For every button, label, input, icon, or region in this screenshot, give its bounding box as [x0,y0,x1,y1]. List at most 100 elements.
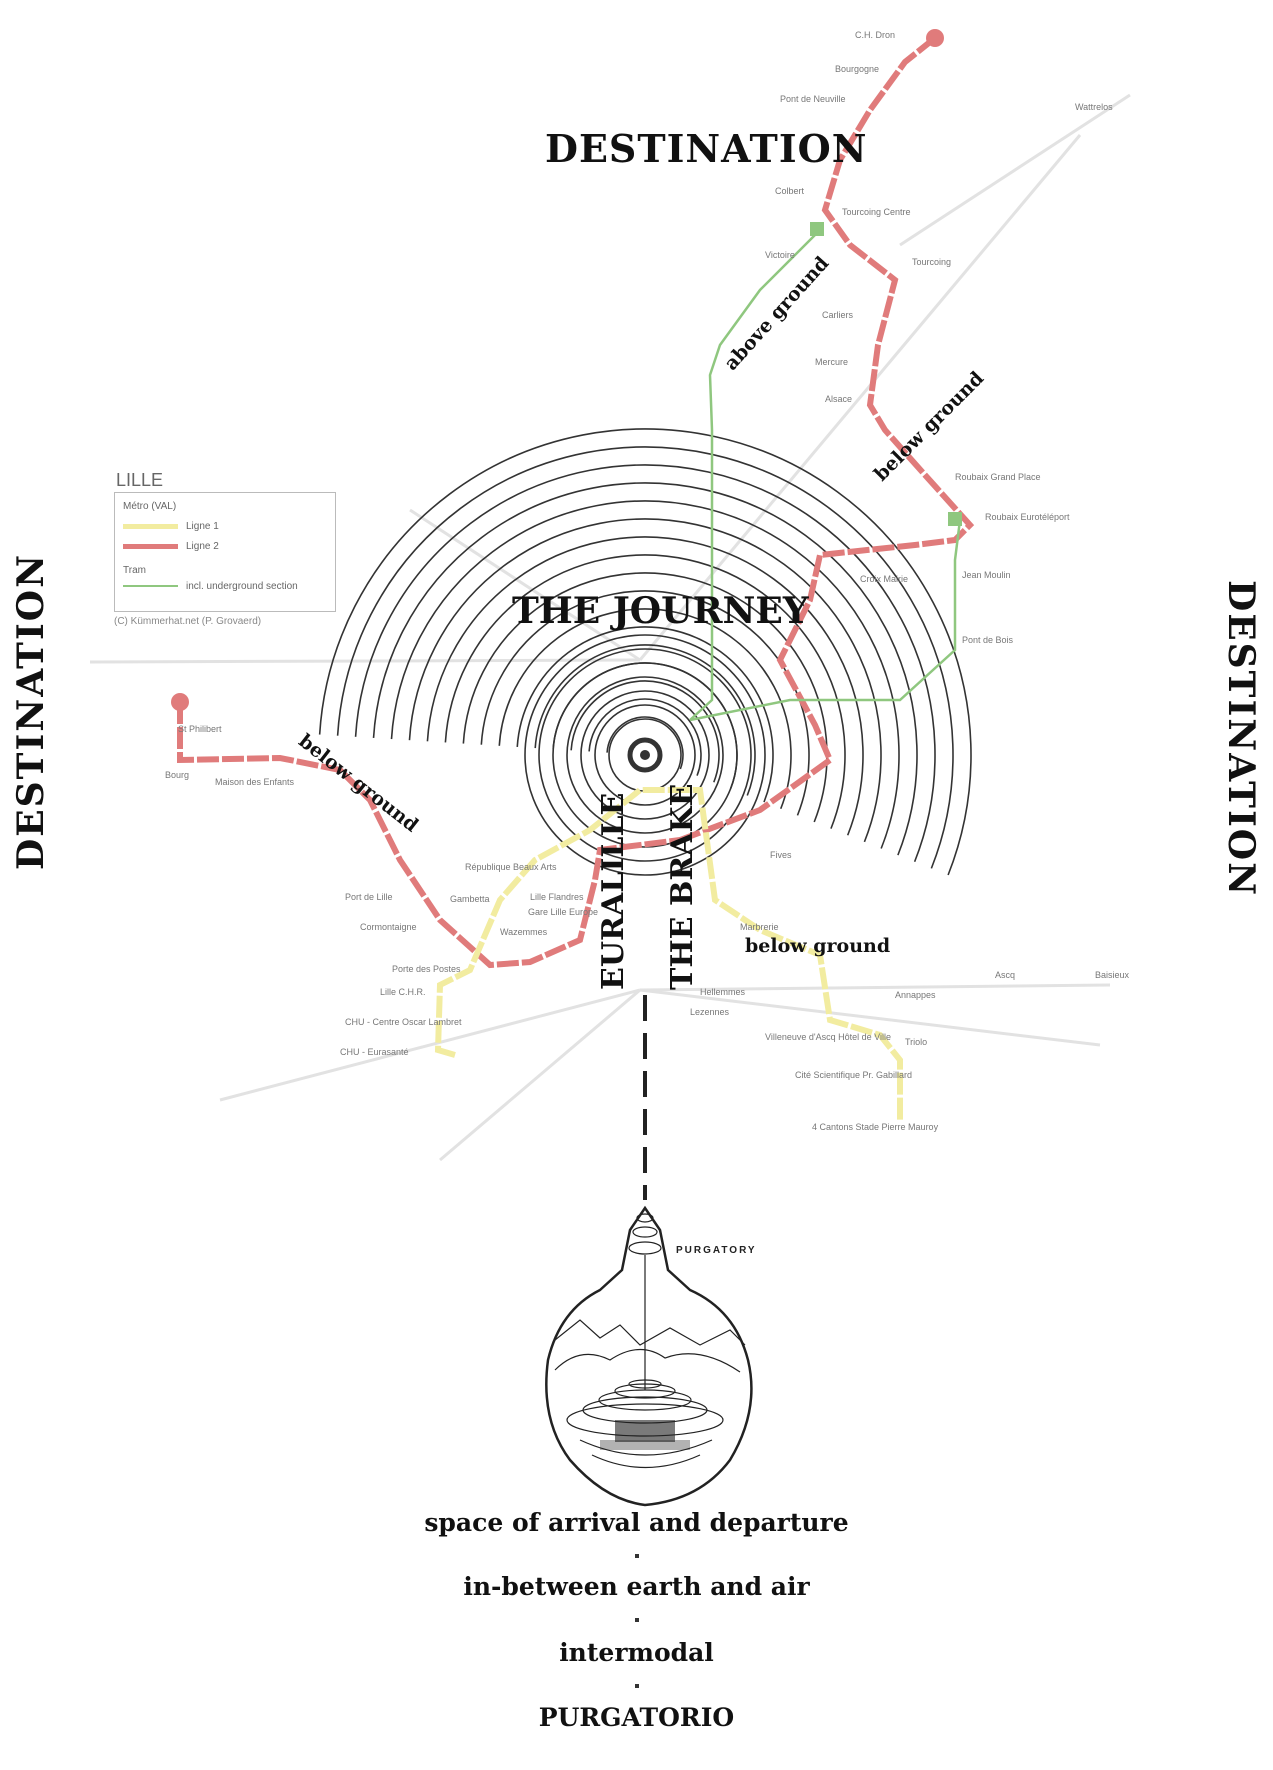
caption-separator [635,1554,639,1558]
journey-ring [534,644,756,796]
terminus-marker-west [171,693,189,711]
legend-tram-heading: Tram [123,565,146,576]
station-wazemmes: Wazemmes [500,927,548,937]
journey-ring [462,572,828,823]
legend-line-2-label: Ligne 2 [186,541,219,552]
station-hellemmes: Hellemmes [700,987,746,997]
station-wattrelos: Wattrelos [1075,102,1113,112]
below-ground-tag-s: below ground [745,935,891,957]
station-ascq: Ascq [995,970,1015,980]
station-roubaix-grand-place: Roubaix Grand Place [955,472,1041,482]
station-chu-eurasante: CHU - Eurasanté [340,1047,409,1057]
station-cite-scientifique: Cité Scientifique Pr. Gabillard [795,1070,912,1080]
station-colbert: Colbert [775,186,805,196]
journey-ring [606,716,684,770]
journey-inner-ring [566,676,724,834]
legend-line-1: Ligne 1 [123,521,219,532]
destination-left-heading: DESTINATION [10,552,52,870]
station-pont-neuville: Pont de Neuville [780,94,846,104]
station-croix-mairie: Croix Mairie [860,574,908,584]
journey-inner-ring [538,648,752,862]
station-saint-philibert: St Philibert [178,724,222,734]
station-maison-des-enfants: Maison des Enfants [215,777,295,787]
caption-arrival-departure: space of arrival and departure [424,1508,849,1537]
journey-inner-ring [594,704,696,806]
station-mercure: Mercure [815,357,848,367]
destination-right-heading: DESTINATION [1220,580,1262,898]
legend-city-title: LILLE [116,470,164,490]
journey-ring [516,626,774,803]
station-villeneuve: Villeneuve d'Ascq Hôtel de Ville [765,1032,891,1042]
legend-tram-swatch [123,585,178,588]
the-brake-label: THE BRAKE [665,783,700,990]
station-fives: Fives [770,850,792,860]
journey-ring [444,554,846,829]
station-quatre-cantons: 4 Cantons Stade Pierre Mauroy [812,1122,939,1132]
caption-separator [635,1618,639,1622]
caption-purgatorio: PURGATORIO [538,1703,735,1732]
legend-metro-heading: Métro (VAL) [123,501,177,512]
legend-line-2-swatch [123,543,178,549]
station-bourgogne: Bourgogne [835,64,879,74]
journey-inner-ring [580,690,710,820]
station-gare-lille-europe: Gare Lille Europe [528,907,598,917]
journey-ring [588,698,702,776]
metro-line-2-west [177,702,681,969]
legend-line-1-label: Ligne 1 [186,521,219,532]
legend-tram-label: incl. underground section [186,581,298,592]
journey-ring [354,464,936,863]
station-porte-des-postes: Porte des Postes [392,964,461,974]
journey-ring [426,536,864,836]
station-marbrerie: Marbrerie [740,922,779,932]
station-tourcoing-centre: Tourcoing Centre [842,207,911,217]
station-pont-de-bois: Pont de Bois [962,635,1014,645]
journey-heading: THE JOURNEY [512,590,809,632]
journey-ring [570,680,720,783]
station-republique: République Beaux Arts [465,862,557,872]
caption-earth-air: in-between earth and air [463,1572,810,1601]
euralille-hub [627,737,663,773]
station-jean-moulin: Jean Moulin [962,570,1011,580]
euralille-hub-core [640,750,650,760]
journey-ring [318,428,972,876]
station-lezennes: Lezennes [690,1007,730,1017]
station-gambetta: Gambetta [450,894,490,904]
station-bourg: Bourg [165,770,189,780]
legend-tram: incl. underground section [123,581,298,592]
journey-ring [372,482,918,856]
tram-line-roubaix [689,519,962,722]
station-tourcoing: Tourcoing [912,257,951,267]
tram-marker-roubaix [948,512,962,526]
journey-rings [318,428,972,876]
journey-ring [498,608,792,810]
euralille-label: EURALILLE [596,792,631,990]
tram-marker-tourcoing [810,222,824,236]
caption-separator [635,1684,639,1688]
station-ch-dron: C.H. Dron [855,30,895,40]
station-baisieux: Baisieux [1095,970,1130,980]
journey-ring [480,590,810,816]
map-legend: Métro (VAL) Ligne 1 Ligne 2 Tram incl. u… [114,492,336,612]
station-carliers: Carliers [822,310,854,320]
terminus-marker-north [926,29,944,47]
journey-inner-ring [524,634,766,876]
destination-top-heading: DESTINATION [545,126,868,171]
legend-line-2: Ligne 2 [123,541,219,552]
tram-line-tourcoing [689,229,821,721]
purgatory-label: PURGATORY [676,1245,757,1256]
journey-ring [390,500,900,849]
station-annappes: Annappes [895,990,936,1000]
station-roubaix-eurotelepart: Roubaix Eurotéléport [985,512,1070,522]
station-chu-centre: CHU - Centre Oscar Lambret [345,1017,462,1027]
station-triolo: Triolo [905,1037,927,1047]
station-cormontaigne: Cormontaigne [360,922,417,932]
purgatory-illustration: PURGATORY [545,1205,757,1507]
legend-footer: (C) Kümmerhat.net (P. Grovaerd) [114,616,262,627]
journey-ring [408,518,882,843]
station-port-de-lille: Port de Lille [345,892,393,902]
station-alsace: Alsace [825,394,852,404]
station-victoire: Victoire [765,250,795,260]
caption-intermodal: intermodal [559,1638,714,1667]
